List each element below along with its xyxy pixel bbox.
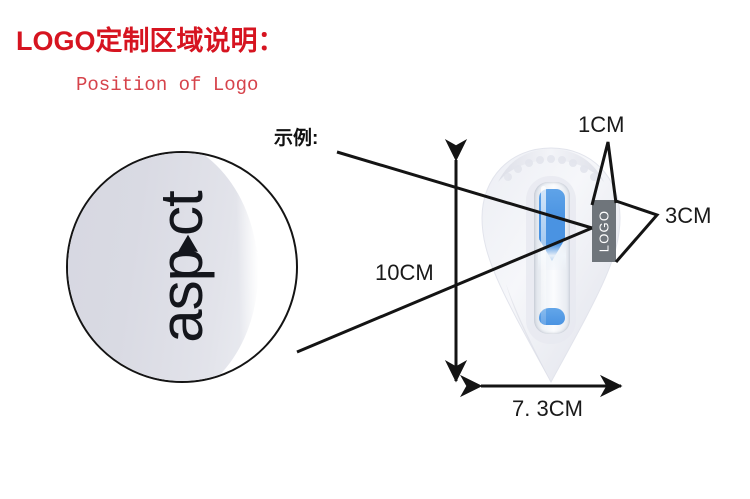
magnifier-circle: asp ct xyxy=(66,151,298,383)
dimension-label-logo-width: 1CM xyxy=(578,112,625,137)
logo-placement-box: LOGO xyxy=(592,200,616,262)
example-label: 示例: xyxy=(274,128,319,149)
triangle-icon xyxy=(178,234,198,252)
hourglass-gloss xyxy=(541,186,546,330)
brand-logo-part-2: ct xyxy=(148,191,215,236)
dimension-label-product-height: 10CM xyxy=(375,260,434,285)
dimension-label-product-width: 7. 3CM xyxy=(512,396,583,421)
logo-placement-box-label: LOGO xyxy=(596,209,612,253)
dimension-label-logo-height: 3CM xyxy=(665,203,712,228)
dimension-leader-3cm xyxy=(614,199,660,263)
page-subtitle: Position of Logo xyxy=(76,74,259,96)
product-image xyxy=(480,146,622,384)
brand-logo-part-1: asp xyxy=(148,248,215,343)
brand-logo-magnified: asp ct xyxy=(148,191,215,342)
page-title: LOGO定制区域说明： xyxy=(16,26,285,56)
hourglass xyxy=(534,182,570,334)
